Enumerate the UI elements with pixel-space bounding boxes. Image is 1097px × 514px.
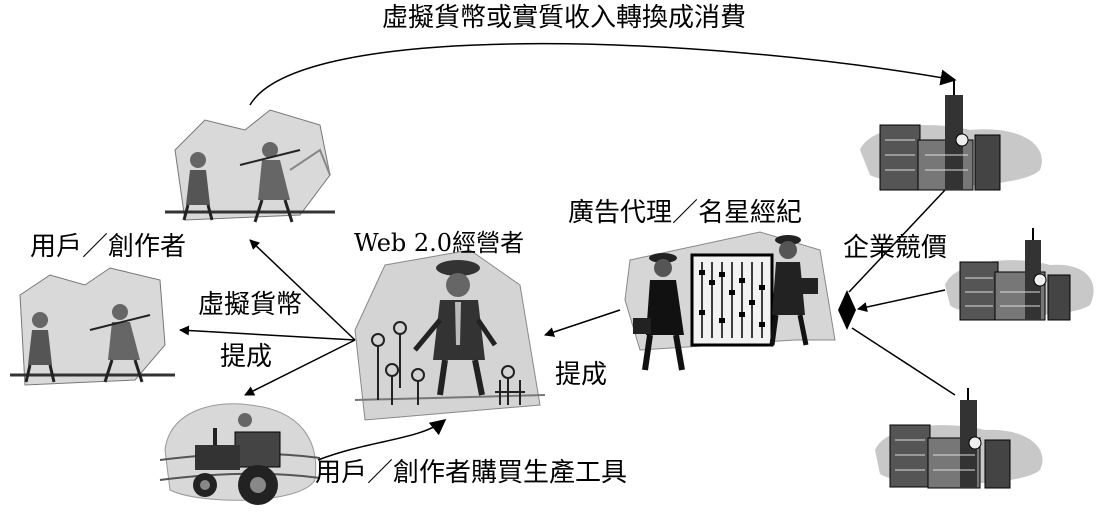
web20-operator-illustration xyxy=(354,249,546,421)
tractor-illustration xyxy=(159,403,321,505)
enterprise-bidding-label: 企業競價 xyxy=(843,233,948,263)
enterprise-building-1 xyxy=(860,80,1042,191)
web20-operator-label: Web 2.0經營者 xyxy=(354,229,525,257)
consumption-flow-arrow xyxy=(249,42,957,106)
users-creators-label: 用戶／創作者 xyxy=(30,232,187,262)
users-creators-illustration-top xyxy=(165,109,335,223)
bidding-junction-diamond xyxy=(838,290,856,330)
top-flow-label: 虛擬貨幣或實質收入轉換成消費 xyxy=(382,3,747,33)
building1-to-junction-line xyxy=(848,189,946,293)
buy-tools-label: 用戶／創作者購買生產工具 xyxy=(315,458,628,488)
enterprise-building-2 xyxy=(945,228,1094,321)
building3-to-junction-line xyxy=(851,327,956,396)
enterprise-building-3 xyxy=(875,388,1043,489)
tractor-to-operator-arrow xyxy=(317,419,447,461)
commission-right-label: 提成 xyxy=(555,360,608,390)
virtual-currency-label: 虛擬貨幣 xyxy=(198,290,303,320)
operator-to-tractor-arrow xyxy=(244,339,356,396)
operator-to-users-top-arrow xyxy=(249,239,356,341)
ad-agency-label: 廣告代理／名星經紀 xyxy=(568,198,803,228)
commission-left-label: 提成 xyxy=(220,342,273,372)
agency-to-operator-arrow xyxy=(544,309,621,337)
ad-agency-illustration xyxy=(624,231,836,371)
building2-to-junction-arrow xyxy=(857,289,946,312)
operator-to-users-bottom-arrow xyxy=(179,325,356,341)
users-creators-illustration-bottom xyxy=(10,267,175,386)
